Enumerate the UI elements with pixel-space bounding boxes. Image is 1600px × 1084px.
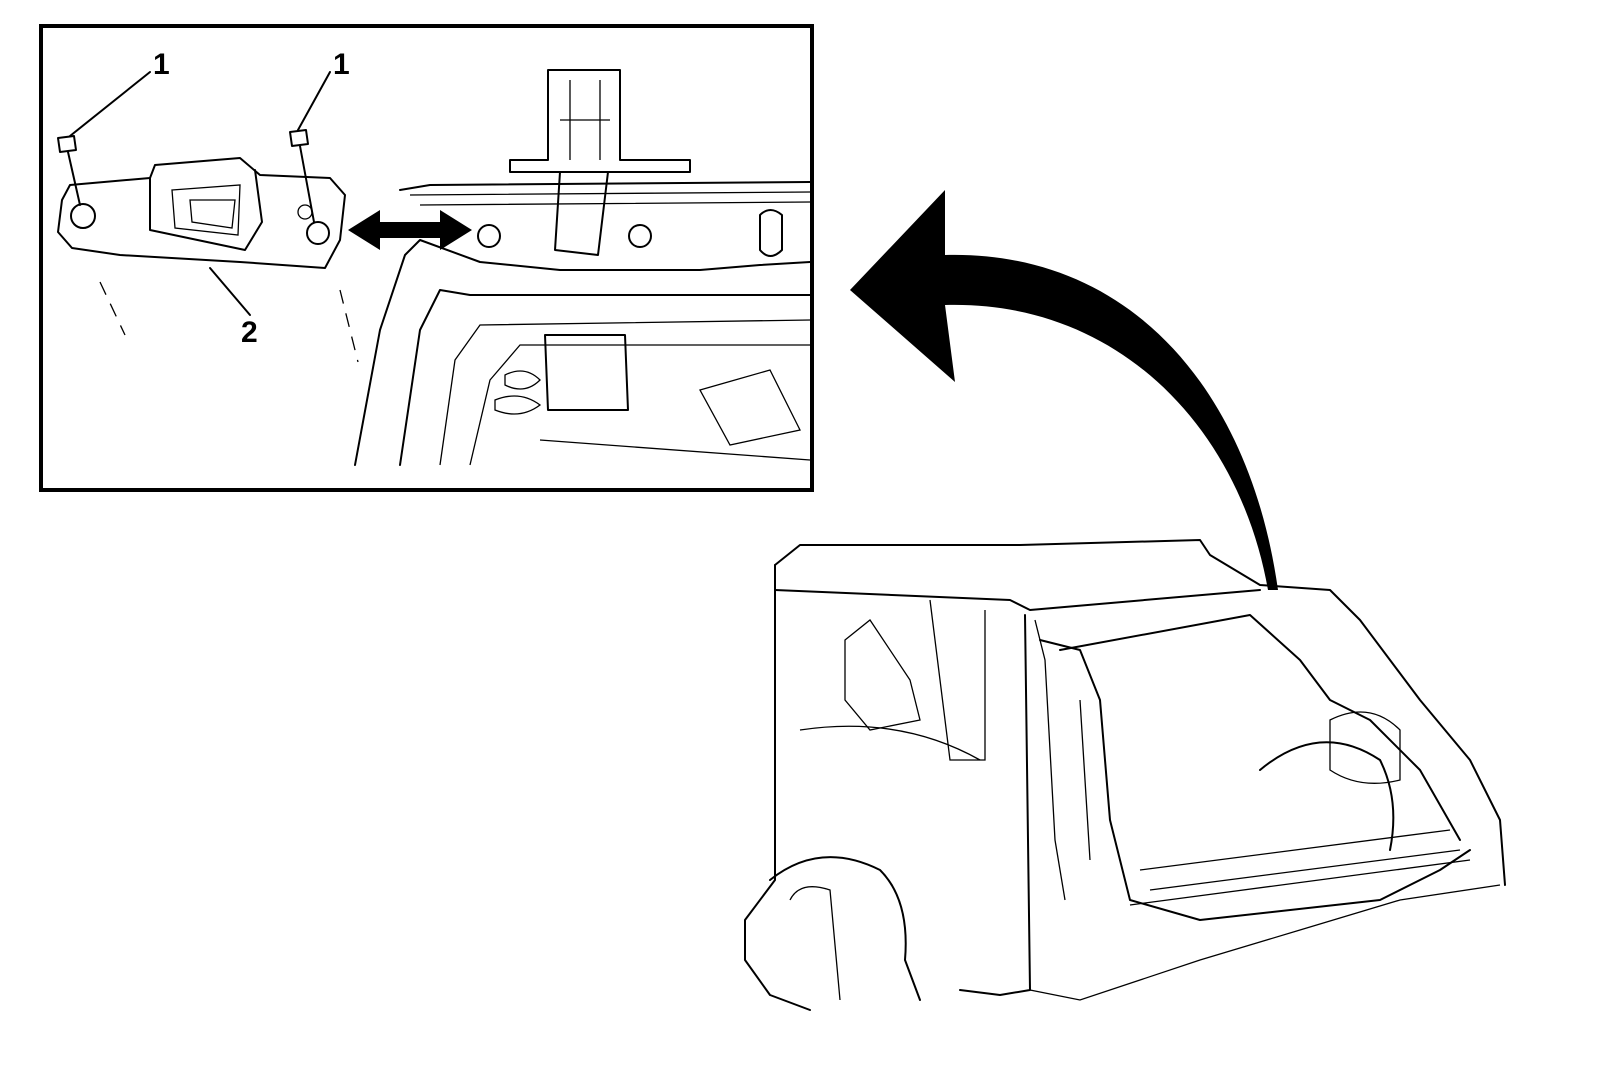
double-arrow-icon	[348, 210, 472, 250]
callout-bolt-right: 1	[333, 48, 350, 81]
detail-inset	[39, 24, 814, 492]
leader-line	[297, 71, 331, 131]
striker-bracket	[57, 157, 346, 269]
callout-bolt-left: 1	[153, 48, 170, 81]
bolt-right	[289, 129, 315, 223]
callout-bracket: 2	[241, 316, 258, 349]
vehicle-rear-body	[744, 539, 1506, 1011]
liftgate-opening	[354, 69, 811, 466]
leader-line	[209, 267, 251, 316]
curved-arrow-icon	[850, 190, 1278, 590]
bolt-left	[57, 135, 81, 206]
leader-line	[69, 71, 151, 137]
